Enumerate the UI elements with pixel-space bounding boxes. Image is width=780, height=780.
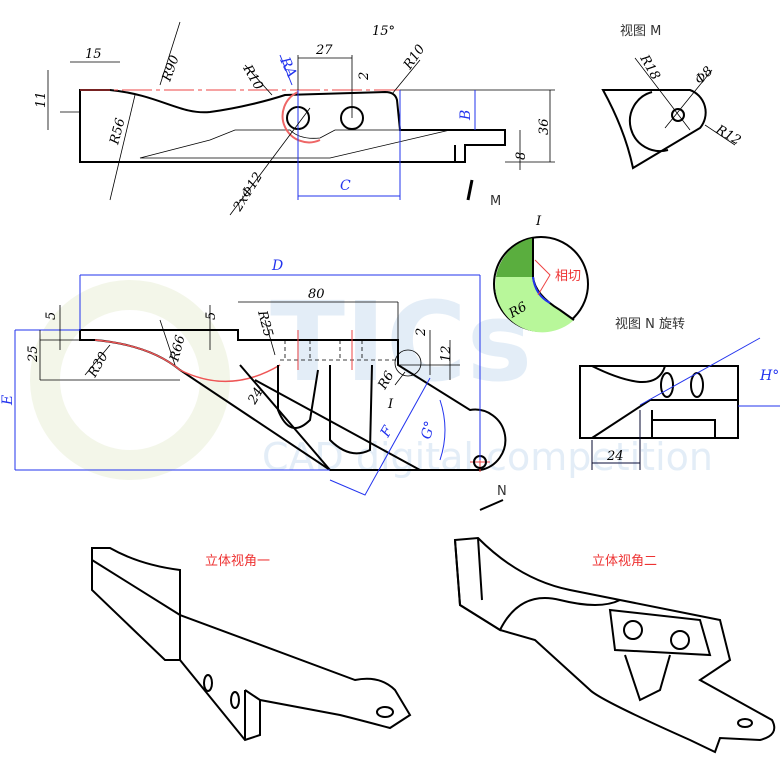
dim-r30: R30 <box>85 350 112 381</box>
dim-r25: R25 <box>254 308 276 338</box>
view-arrow-n: N <box>497 484 507 499</box>
dim-r10-left: R10 <box>239 62 266 93</box>
watermark-logo: TICs <box>270 278 532 406</box>
iso-view-2: 立体视角二 <box>453 536 776 754</box>
view-m-title: 视图 M <box>620 24 661 39</box>
dim-r66: R66 <box>167 334 189 364</box>
dim-2x-phi12: 2xΦ12 <box>230 170 266 215</box>
dim-80: 80 <box>308 287 325 302</box>
dim-b: B <box>458 110 474 121</box>
dim-27: 27 <box>315 43 333 58</box>
detail-i-title: I <box>535 214 542 229</box>
dim-24-front: 24 <box>245 385 267 408</box>
view-m: 视图 M R18 Φ8 R12 <box>601 24 743 170</box>
view-n-title: 视图 N 旋转 <box>615 317 685 332</box>
iso-view-1: 立体视角一 <box>91 547 412 742</box>
dim-e: E <box>0 395 16 406</box>
dim-11: 11 <box>34 91 49 108</box>
dim-r10-right: R10 <box>400 42 428 73</box>
dim-12: 12 <box>439 345 454 362</box>
dim-c: C <box>340 178 351 194</box>
dim-25: 25 <box>26 345 41 363</box>
dim-24-view-n: 24 <box>606 449 624 464</box>
dim-15: 15 <box>85 47 102 62</box>
dim-d: D <box>271 258 283 274</box>
view-n: 视图 N 旋转 H° 24 <box>579 317 780 470</box>
dim-r12: R12 <box>712 122 743 149</box>
detail-i: I 相切 R6 <box>493 214 589 333</box>
watermark-text: CAD digital competition <box>262 435 713 479</box>
dim-15-deg: 15° <box>372 24 395 39</box>
tangent-note: 相切 <box>555 269 581 284</box>
dim-h: H° <box>759 368 779 384</box>
detail-marker-i: I <box>387 397 394 412</box>
iso-view-1-title: 立体视角一 <box>205 554 270 569</box>
dim-r90: R90 <box>159 53 182 84</box>
iso-view-2-title: 立体视角二 <box>592 554 657 569</box>
dim-2: 2 <box>357 72 372 81</box>
dim-5-mid: 5 <box>204 312 219 320</box>
dim-2-front: 2 <box>414 328 429 337</box>
dim-36: 36 <box>537 118 552 135</box>
view-arrow-m: M <box>490 194 501 209</box>
dim-5-left: 5 <box>44 312 59 320</box>
dim-r18: R18 <box>636 52 663 83</box>
dim-phi8: Φ8 <box>692 64 716 88</box>
dim-ra: RA <box>276 54 300 80</box>
dim-8: 8 <box>514 152 529 160</box>
dim-r56: R56 <box>107 117 129 147</box>
dim-g: G° <box>418 419 438 441</box>
top-view: 15 R90 R10 RA 27 15° 2 R10 11 R56 B 36 8… <box>34 21 555 216</box>
